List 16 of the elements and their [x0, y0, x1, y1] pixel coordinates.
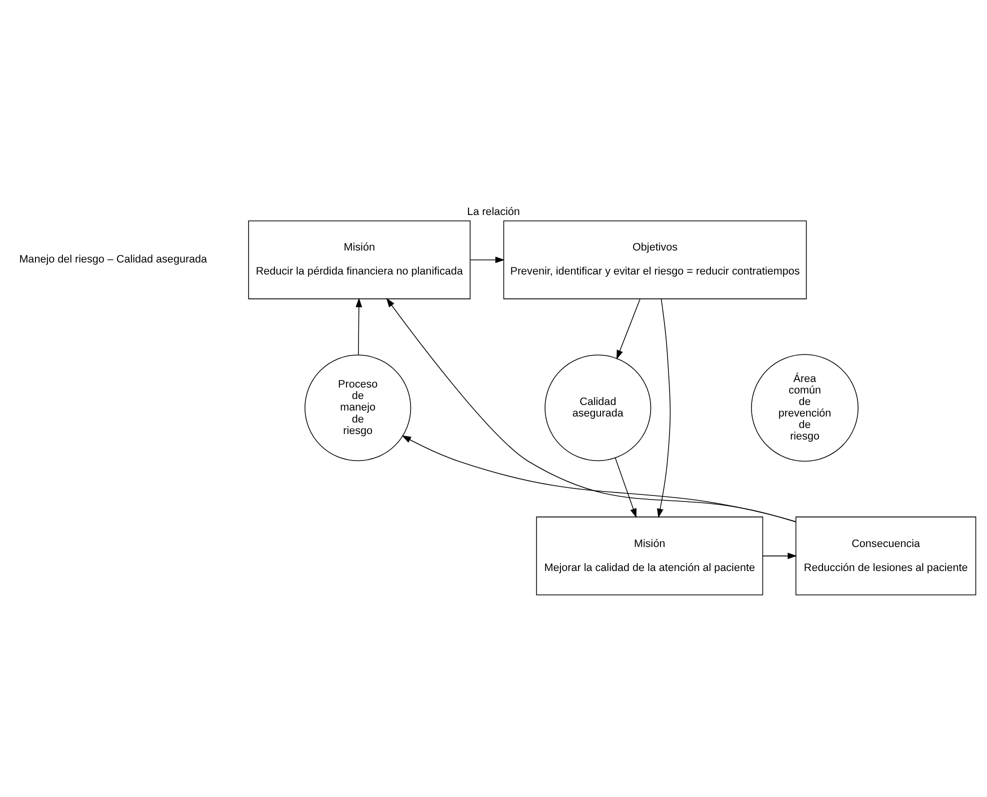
label: Manejo del riesgo – Calidad asegurada	[19, 253, 208, 266]
node-box: Misión Reducir la pérdida financiera no planificada	[248, 220, 471, 299]
node-box: Misión Mejorar la calidad de la atención al paciente	[536, 516, 764, 595]
arrow	[386, 297, 796, 522]
arrow	[470, 256, 505, 263]
arrow	[616, 298, 640, 359]
node-circle: Calidad asegurada	[544, 354, 652, 461]
arrow	[614, 456, 636, 518]
node-circle: Área común de prevención de riesgo	[751, 354, 858, 462]
arrow	[402, 434, 796, 522]
node-box: Objetivos Prevenir, identificar y evitar el riesgo = reducir contratiempos	[503, 220, 807, 299]
arrow	[656, 298, 671, 518]
node-box: Consecuencia Reducción de lesiones al paciente	[796, 516, 976, 595]
arrow	[356, 297, 362, 355]
arrow	[762, 552, 797, 559]
diagram-title: La relación	[467, 205, 520, 218]
